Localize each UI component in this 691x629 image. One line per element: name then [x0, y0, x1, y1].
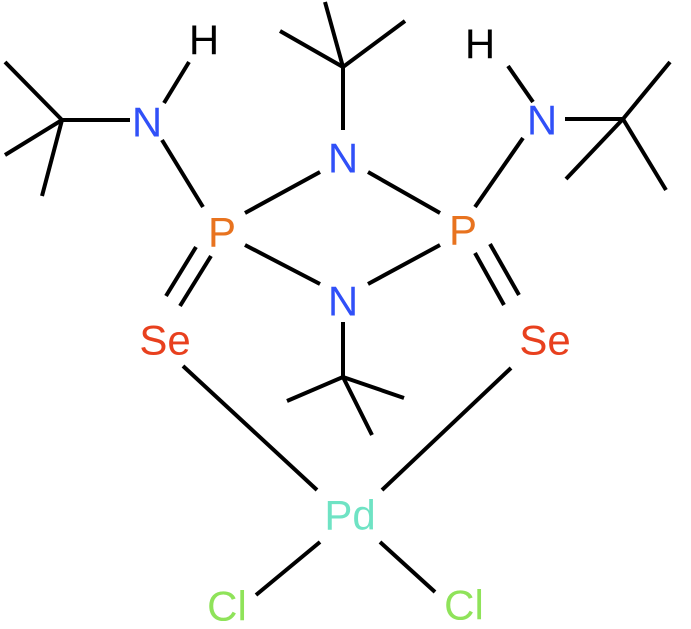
atom-p-left: P [208, 209, 236, 256]
atom-h-right: H [465, 21, 495, 68]
atom-n-bottom: N [328, 278, 358, 325]
bond-right-n-p [473, 136, 525, 209]
atom-n-right: N [527, 97, 557, 144]
bond-left-p-bottom-n [244, 243, 321, 286]
bond-top-tbu-methyl-right [341, 19, 407, 69]
bond-right-tbu-methyl-bottom [564, 117, 625, 181]
bond-right-se-pd [380, 366, 513, 492]
bond-right-n-h [506, 64, 535, 104]
bottom-tert-butyl-group [286, 375, 405, 436]
bond-left-n-p [160, 138, 205, 209]
bond-left-tbu-methyl-up [3, 60, 64, 122]
atom-n-top: N [328, 135, 358, 182]
atom-cl-right: Cl [444, 582, 484, 629]
bond-left-tbu-methyl-down [3, 118, 64, 157]
bond-bottom-tbu-methyl-down [341, 376, 374, 436]
atom-n-left: N [132, 99, 162, 146]
atom-se-right: Se [519, 317, 570, 364]
bond-top-tbu-methyl-top [323, 1, 345, 68]
right-tert-butyl-group [564, 60, 672, 192]
bond-right-p-bottom-n [367, 243, 441, 286]
bond-right-tbu-methyl-up [621, 60, 672, 121]
bond-right-p-se-1 [473, 252, 506, 306]
bond-left-tbu-methyl-bottom [40, 119, 64, 197]
atom-cl-left: Cl [207, 583, 247, 629]
bond-bottom-tbu-methyl-left [286, 375, 344, 403]
bond-bottom-tbu-methyl-right [342, 375, 405, 400]
bond-left-p-se-2 [164, 245, 198, 298]
left-p-se-double-bond [164, 245, 213, 308]
atom-se-left: Se [139, 317, 190, 364]
atom-p-right: P [449, 207, 477, 254]
bond-left-se-pd [181, 364, 319, 492]
bond-top-n-left-p [244, 170, 321, 215]
bond-pd-right-cl [378, 540, 437, 594]
bond-left-p-se-1 [178, 254, 213, 308]
left-tert-butyl-group [3, 60, 130, 197]
bond-right-tbu-methyl-down [621, 117, 668, 192]
bond-left-n-h [162, 60, 191, 105]
atom-pd: Pd [324, 492, 375, 539]
right-p-se-double-bond [473, 243, 521, 306]
bond-top-tbu-methyl-left [279, 29, 344, 69]
bond-top-n-right-p [367, 170, 441, 215]
top-tert-butyl-group [279, 1, 407, 130]
bond-right-p-se-2 [488, 243, 521, 296]
atom-h-left: H [189, 17, 219, 64]
bond-pd-left-cl [254, 540, 322, 597]
